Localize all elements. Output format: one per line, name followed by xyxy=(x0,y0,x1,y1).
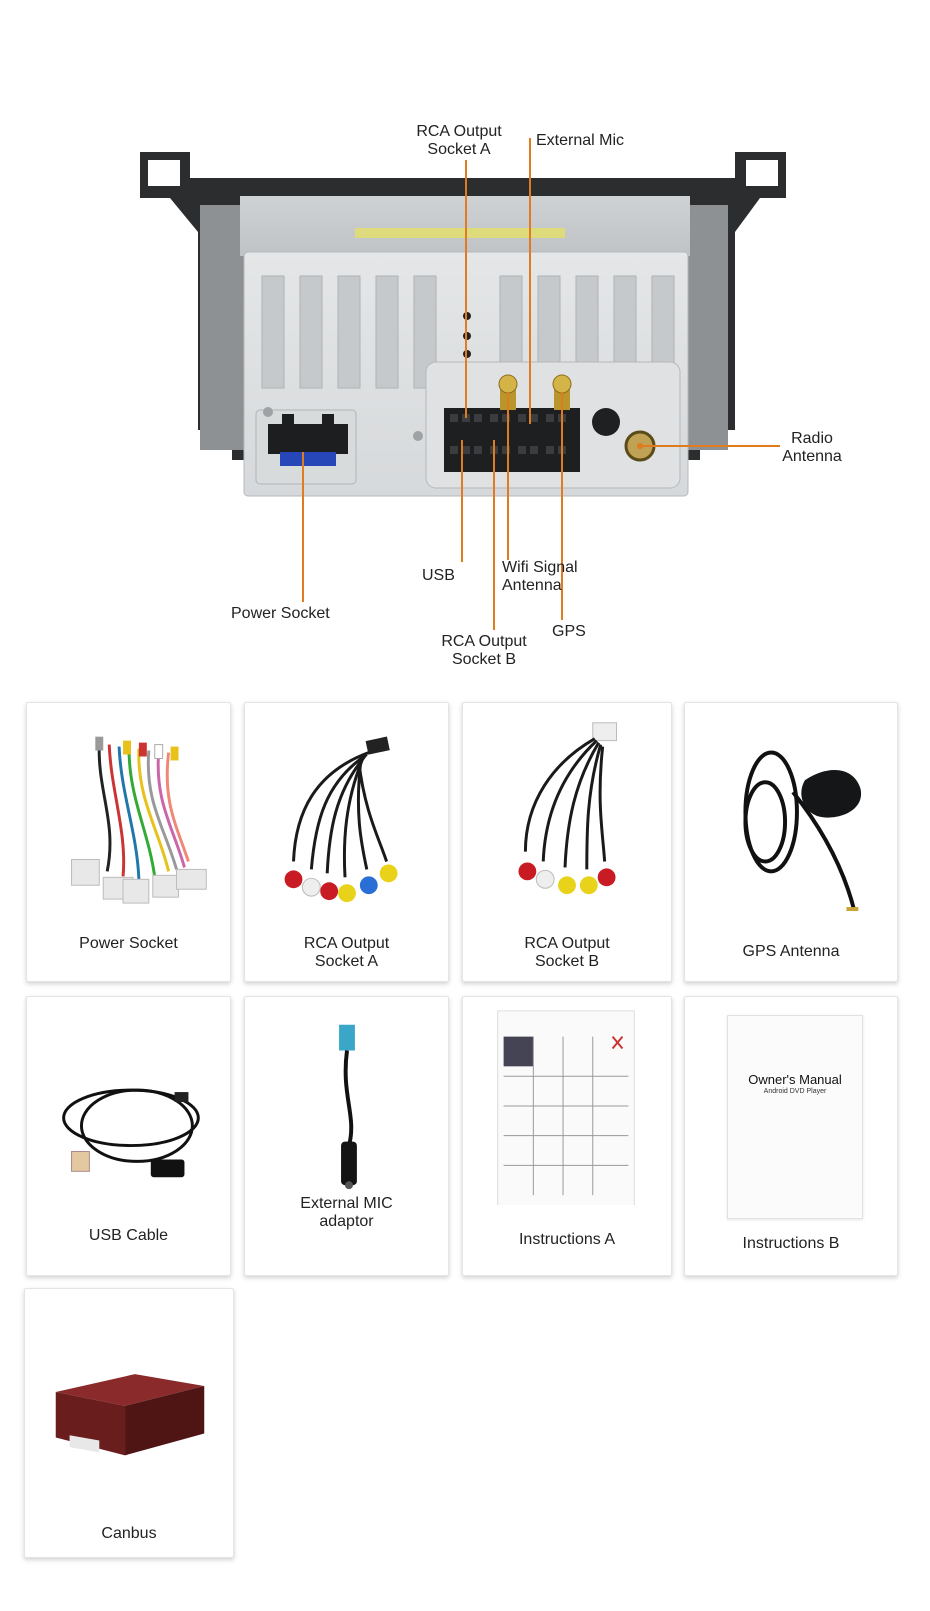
accessory-label: Power Socket xyxy=(79,935,178,952)
accessory-card-power-socket[interactable]: Power Socket xyxy=(26,702,231,982)
accessory-label: RCA Output Socket B xyxy=(524,935,610,970)
manual-title: Owner's Manual xyxy=(748,1072,842,1087)
accessory-card-mic-adaptor[interactable]: External MIC adaptor xyxy=(244,996,449,1276)
leader-wifi xyxy=(507,392,509,560)
leader-rca-a xyxy=(465,160,467,418)
leader-ext-mic xyxy=(529,138,531,424)
wiring-harness-icon xyxy=(71,736,207,904)
accessory-card-instructions-b[interactable]: Owner's Manual Android DVD Player Instru… xyxy=(684,996,898,1276)
callout-rca-output-b: RCA Output Socket B xyxy=(441,633,527,668)
callout-rca-output-a: RCA Output Socket A xyxy=(416,123,502,158)
leader-gps xyxy=(561,392,563,620)
callout-gps: GPS xyxy=(552,623,586,640)
accessory-card-instructions-a[interactable]: Instructions A xyxy=(462,996,672,1276)
instruction-sheet-icon xyxy=(497,1010,635,1205)
accessory-label: USB Cable xyxy=(88,1227,169,1244)
accessory-label: GPS Antenna xyxy=(742,943,840,960)
accessory-label: Instructions B xyxy=(742,1235,840,1252)
usb-cable-icon xyxy=(62,1088,200,1178)
accessory-label: RCA Output Socket A xyxy=(303,935,390,970)
callout-external-mic: External Mic xyxy=(536,132,625,149)
callout-usb: USB xyxy=(422,567,455,584)
accessory-label: Canbus xyxy=(101,1525,157,1542)
accessory-label: Instructions A xyxy=(518,1231,616,1248)
accessory-card-rca-a[interactable]: RCA Output Socket A xyxy=(244,702,449,982)
accessory-card-rca-b[interactable]: RCA Output Socket B xyxy=(462,702,672,982)
accessory-card-gps-antenna[interactable]: GPS Antenna xyxy=(684,702,898,982)
accessory-card-usb-cable[interactable]: USB Cable xyxy=(26,996,231,1276)
accessory-card-canbus[interactable]: Canbus xyxy=(24,1288,234,1558)
accessory-label: External MIC adaptor xyxy=(300,1195,393,1230)
leader-power xyxy=(302,452,304,602)
callout-radio-antenna: Radio Antenna xyxy=(782,430,842,465)
leader-dot-radio xyxy=(637,443,643,449)
mic-adaptor-icon xyxy=(339,1024,357,1190)
canbus-box-icon xyxy=(55,1374,205,1456)
leader-usb xyxy=(461,440,463,562)
manual-subtitle: Android DVD Player xyxy=(763,1088,827,1095)
owners-manual-icon: Owner's Manual Android DVD Player xyxy=(727,1015,863,1219)
callout-wifi-antenna: Wifi Signal Antenna xyxy=(502,559,578,594)
rca-cable-icon xyxy=(518,722,618,895)
gps-antenna-icon xyxy=(743,750,862,911)
rca-cable-icon xyxy=(284,736,398,903)
leader-rca-b xyxy=(493,440,495,630)
leader-radio xyxy=(642,445,780,447)
rear-panel-diagram: RCA Output Socket A External Mic Radio A… xyxy=(0,0,930,690)
callout-power-socket: Power Socket xyxy=(231,605,330,622)
